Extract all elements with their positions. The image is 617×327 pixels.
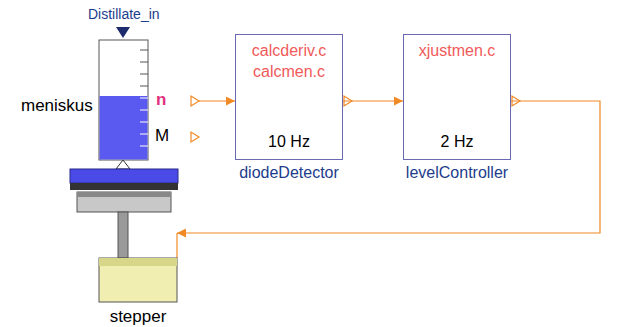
port-m (191, 132, 199, 142)
distillate-fill (100, 96, 148, 160)
process-box: xjustmen.c2 HzlevelController (403, 34, 511, 160)
motor-top (99, 258, 177, 266)
inflow-marker (116, 27, 130, 38)
port-n (191, 96, 199, 106)
signal-name: Distillate_in (88, 6, 160, 22)
stepper-motor (99, 258, 177, 302)
block-name: levelController (406, 163, 508, 184)
signal-arrow (199, 100, 235, 101)
block-name: diodeDetector (239, 163, 339, 184)
port-name: M (155, 126, 169, 146)
scale-ticks (140, 50, 148, 146)
tube (99, 40, 148, 160)
source-file: xjustmen.c (408, 41, 506, 62)
rate: 2 Hz (404, 132, 510, 153)
platform-edge (70, 183, 178, 190)
shaft (118, 212, 128, 258)
component-name: meniskus (21, 95, 93, 117)
stepper-motor: stepper (99, 228, 177, 302)
meniskus-tube: meniskus (99, 40, 199, 160)
wire (176, 233, 177, 258)
port-name: n (156, 90, 166, 110)
process-box: calcderiv.c calcmen.c10 HzdiodeDetector (235, 34, 343, 160)
platform (70, 169, 178, 183)
disc (77, 192, 171, 212)
source-file: calcderiv.c calcmen.c (240, 41, 338, 83)
component-name: stepper (110, 306, 167, 327)
rate: 10 Hz (236, 132, 342, 153)
support-tip (116, 160, 130, 169)
signal-arrow (343, 100, 403, 101)
disc-top (77, 192, 171, 197)
